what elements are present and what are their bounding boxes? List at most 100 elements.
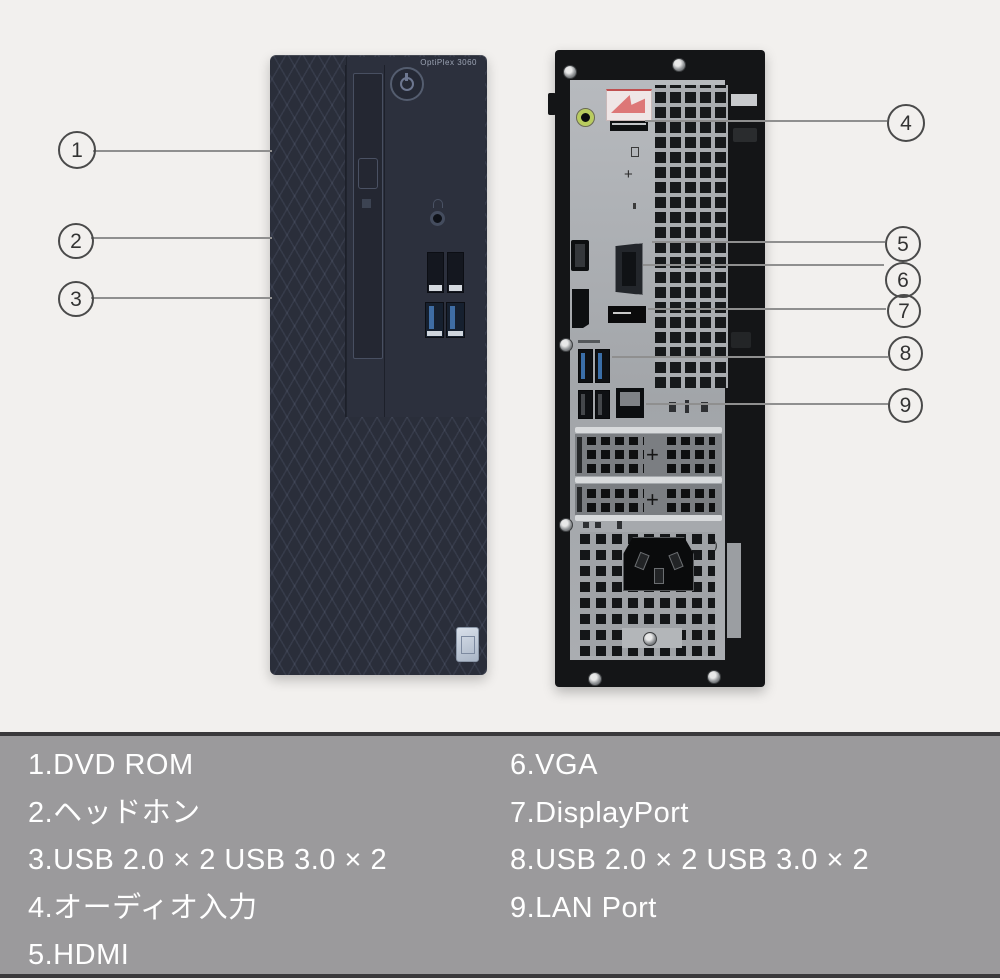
legend-item-headphone: 2.ヘッドホン: [28, 796, 201, 829]
audio-port-sticker: [606, 89, 652, 121]
padlock-ring-mark: [631, 147, 639, 157]
leader-line-4: [645, 120, 887, 122]
slot-rail: [575, 515, 722, 521]
power-pin-slot: [668, 551, 684, 571]
displayport-label: [608, 306, 646, 323]
rear-usb2-port: [595, 390, 610, 419]
callout-number: 8: [899, 342, 912, 365]
vga-port: [615, 243, 643, 295]
front-usb2-port: [427, 252, 444, 293]
callout-number: 4: [900, 111, 912, 135]
leader-line-2: [91, 237, 272, 239]
leader-line-9: [646, 403, 888, 405]
legend-item-hdmi: 5.HDMI: [28, 939, 130, 971]
front-view-pc: OptiPlex 3060: [270, 55, 487, 675]
dvd-rom-drive: [353, 73, 383, 359]
lock-plus-mark: +: [624, 166, 633, 183]
callout-8: 8: [888, 336, 923, 371]
power-inlet: [623, 537, 694, 591]
expansion-slot-cover: +: [575, 434, 722, 476]
slot-rail: [575, 477, 722, 483]
dvd-eject-button: [358, 158, 378, 189]
power-button: [390, 67, 424, 101]
callout-7: 7: [887, 294, 921, 328]
legend-panel: 1.DVD ROM 2.ヘッドホン 3.USB 2.0 × 2 USB 3.0 …: [0, 732, 1000, 978]
slot-bracket: [577, 487, 582, 512]
front-bezel-panel: [346, 57, 485, 417]
callout-6: 6: [885, 262, 921, 298]
rear-latch-slot: [731, 94, 757, 106]
legend-item-rear-usb: 8.USB 2.0 × 2 USB 3.0 × 2: [510, 844, 870, 876]
screw: [672, 58, 686, 72]
callout-5: 5: [885, 226, 921, 262]
callout-number: 7: [898, 299, 910, 323]
slot-vent-holes: [667, 487, 715, 512]
callout-9: 9: [888, 388, 923, 423]
dvd-activity-led: [362, 199, 371, 208]
rear-side-latch: [731, 332, 751, 348]
leader-line-1: [93, 150, 272, 152]
expansion-slot-cover: +: [575, 484, 722, 515]
leader-line-6: [643, 264, 884, 266]
lan-port: [616, 388, 644, 418]
legend-item-dvd-rom: 1.DVD ROM: [28, 749, 194, 781]
psu-glyph: [617, 521, 622, 529]
slot-screw-cross: +: [646, 442, 659, 467]
leader-line-5: [652, 241, 885, 243]
usb-ports-marking: [578, 340, 600, 343]
audio-line-in-jack: [576, 108, 595, 127]
optional-port-slot: [610, 121, 648, 131]
callout-number: 1: [71, 138, 83, 162]
legend-column-left: 1.DVD ROM 2.ヘッドホン 3.USB 2.0 × 2 USB 3.0 …: [28, 742, 387, 980]
slot-vent-holes: [587, 487, 644, 512]
headphone-icon: [433, 199, 443, 208]
screw: [563, 65, 577, 79]
screw: [707, 670, 721, 684]
slot-vent-holes: [667, 437, 715, 473]
psu-glyph: [583, 522, 589, 528]
displayport-port: [572, 289, 589, 328]
bezel-seam: [345, 65, 346, 417]
io-glyph: [669, 402, 676, 412]
bezel-seam: [384, 65, 385, 417]
callout-1: 1: [58, 131, 96, 169]
legend-item-front-usb: 3.USB 2.0 × 2 USB 3.0 × 2: [28, 844, 388, 876]
front-usb2-port: [447, 252, 464, 293]
rear-usb3-port: [595, 349, 610, 383]
front-usb3-port: [446, 302, 465, 338]
rear-usb2-port: [578, 390, 593, 419]
rear-side-tab: [548, 93, 556, 115]
callout-4: 4: [887, 104, 925, 142]
psu-side-bracket: [727, 543, 741, 638]
slot-screw-cross: +: [646, 487, 659, 512]
callout-2: 2: [58, 223, 94, 259]
legend-item-audio-in: 4.オーディオ入力: [28, 891, 258, 924]
headphone-jack: [430, 211, 445, 226]
power-pin-slot: [654, 568, 664, 584]
leader-line-7: [648, 308, 886, 310]
brand-model-label: OptiPlex 3060: [420, 58, 477, 67]
callout-number: 2: [70, 229, 82, 253]
rear-vent-grille: [655, 85, 728, 388]
legend-item-vga: 6.VGA: [510, 749, 598, 781]
slot-vent-holes: [587, 437, 644, 473]
callout-number: 9: [899, 394, 912, 417]
front-usb3-port: [425, 302, 444, 338]
intel-core-badge: [456, 627, 479, 662]
io-glyph: [685, 400, 689, 413]
legend-column-right: 6.VGA 7.DisplayPort 8.USB 2.0 × 2 USB 3.…: [510, 742, 869, 932]
callout-number: 5: [897, 232, 909, 256]
rear-latch: [733, 128, 757, 142]
power-icon-bar: [405, 73, 408, 81]
callout-number: 6: [897, 268, 909, 292]
screw: [559, 518, 573, 532]
psu-glyph: [595, 522, 601, 528]
rear-usb3-port: [578, 349, 593, 383]
legend-item-displayport: 7.DisplayPort: [510, 796, 689, 829]
screw: [588, 672, 602, 686]
lock-dot-mark: [633, 203, 636, 209]
io-glyph: [701, 402, 708, 412]
screw: [559, 338, 573, 352]
power-pin-slot: [634, 551, 650, 571]
